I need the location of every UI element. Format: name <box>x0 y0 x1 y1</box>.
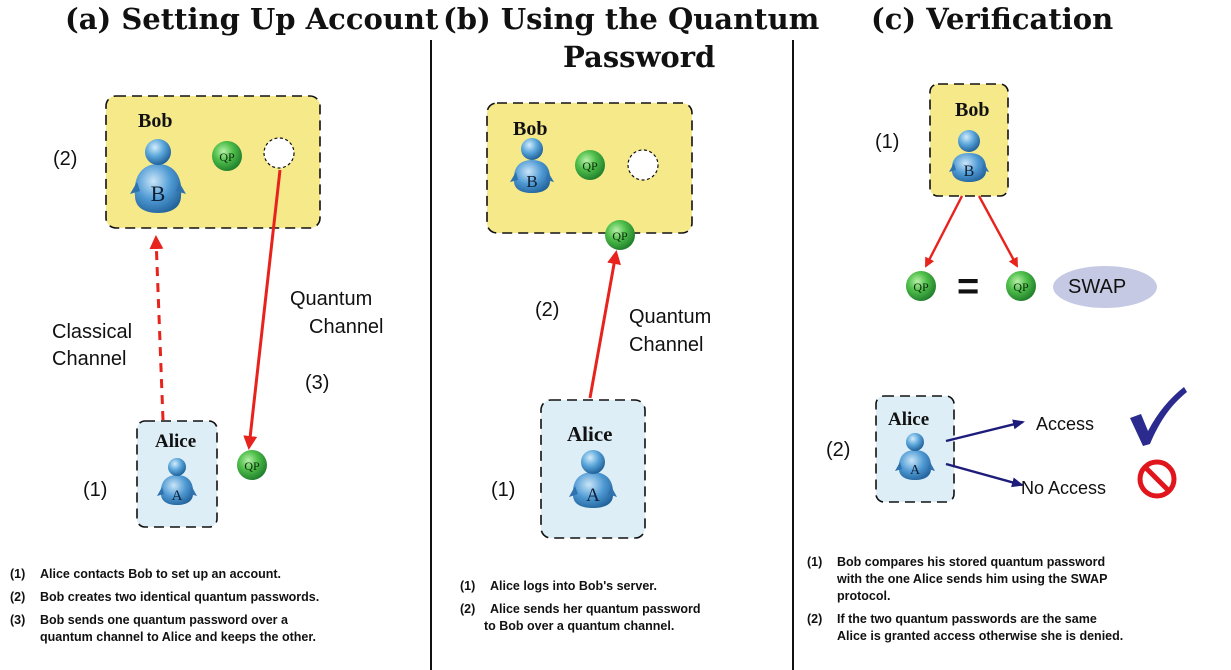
note-a-1: (1)Alice contacts Bob to set up an accou… <box>10 567 282 581</box>
empty-slot-icon-b <box>627 149 659 181</box>
bob-label-b: Bob <box>513 118 548 140</box>
bob-label-a: Bob <box>138 110 173 132</box>
svg-text:QP: QP <box>219 150 235 164</box>
svg-text:B: B <box>151 181 166 206</box>
person-icon-bob-a: B <box>130 139 186 213</box>
alice-label-a: Alice <box>155 431 197 452</box>
bob-label-c: Bob <box>955 99 990 121</box>
person-icon-alice-b: A <box>569 450 617 508</box>
person-icon-alice-a: A <box>157 458 197 505</box>
check-icon <box>1130 387 1187 446</box>
person-icon-bob-b: B <box>510 138 554 193</box>
step-label-c-alice: (2) <box>826 439 851 461</box>
empty-slot-icon-a <box>263 137 295 169</box>
swap-label: SWAP <box>1068 276 1127 298</box>
person-icon-alice-c: A <box>895 433 935 480</box>
alice-label-b: Alice <box>567 422 613 446</box>
classical-channel-label: Classical Channel <box>52 321 133 370</box>
swap-ellipse <box>1053 266 1157 308</box>
panel-divider-left <box>430 40 432 670</box>
step-label-a-bob: (2) <box>53 148 78 170</box>
step-label-a-channel: (3) <box>305 372 330 394</box>
step-label-c-bob: (1) <box>875 131 900 153</box>
qp-icon-b-sent: QP <box>605 220 635 250</box>
step-label-b-alice: (1) <box>491 479 516 501</box>
notes-panel-b: (1)Alice logs into Bob's server. (2)Alic… <box>460 578 790 635</box>
svg-text:QP: QP <box>913 280 929 294</box>
note-a-3: (3)Bob sends one quantum password over a… <box>10 613 316 644</box>
note-a-2: (2)Bob creates two identical quantum pas… <box>10 590 320 604</box>
qp-icon-b-bob: QP <box>575 150 605 180</box>
classical-channel-arrow <box>149 235 165 421</box>
quantum-channel-arrow-a <box>243 169 282 450</box>
notes-panel-c: (1)Bob compares his stored quantum passw… <box>807 554 1227 645</box>
svg-text:A: A <box>586 485 600 506</box>
no-access-arrow <box>945 462 1024 488</box>
access-label: Access <box>1036 414 1095 434</box>
panel-c-title: (c) Verification <box>871 2 1114 36</box>
no-access-label: No Access <box>1021 478 1107 498</box>
note-b-1: (1)Alice logs into Bob's server. <box>460 579 657 593</box>
access-arrow <box>945 419 1025 443</box>
alice-label-c: Alice <box>888 409 930 430</box>
qp-icon-c-left: QP <box>906 271 936 301</box>
note-c-2: (2)If the two quantum passwords are the … <box>807 612 1124 643</box>
panel-b-title-line2: Password <box>563 40 716 74</box>
qp-icon-a-sent: QP <box>237 450 267 480</box>
panel-a-title: (a) Setting Up Account <box>65 2 439 36</box>
person-icon-bob-c: B <box>949 130 989 182</box>
compare-arrow-right <box>977 195 1019 268</box>
svg-text:QP: QP <box>612 229 628 243</box>
step-label-b-channel: (2) <box>535 299 560 321</box>
note-c-1: (1)Bob compares his stored quantum passw… <box>807 555 1108 603</box>
svg-text:B: B <box>964 163 975 180</box>
svg-text:QP: QP <box>1013 280 1029 294</box>
qp-icon-c-right: QP <box>1006 271 1036 301</box>
quantum-channel-arrow-b <box>588 250 621 399</box>
quantum-channel-label-a: Quantum Channel <box>290 288 384 338</box>
panel-divider-right <box>792 40 794 670</box>
svg-text:QP: QP <box>244 459 260 473</box>
svg-text:QP: QP <box>582 159 598 173</box>
equals-sign: = <box>957 266 980 308</box>
qp-icon-a-bob: QP <box>212 141 242 171</box>
svg-text:B: B <box>526 172 537 191</box>
quantum-channel-label-b: Quantum Channel <box>629 306 712 356</box>
svg-text:A: A <box>910 463 921 478</box>
step-label-a-alice: (1) <box>83 479 108 501</box>
compare-arrow-left <box>924 195 964 268</box>
panel-b-title: (b) Using the Quantum <box>443 2 820 36</box>
no-access-icon <box>1137 459 1177 499</box>
svg-text:A: A <box>172 488 183 504</box>
notes-panel-a: (1)Alice contacts Bob to set up an accou… <box>10 566 420 646</box>
